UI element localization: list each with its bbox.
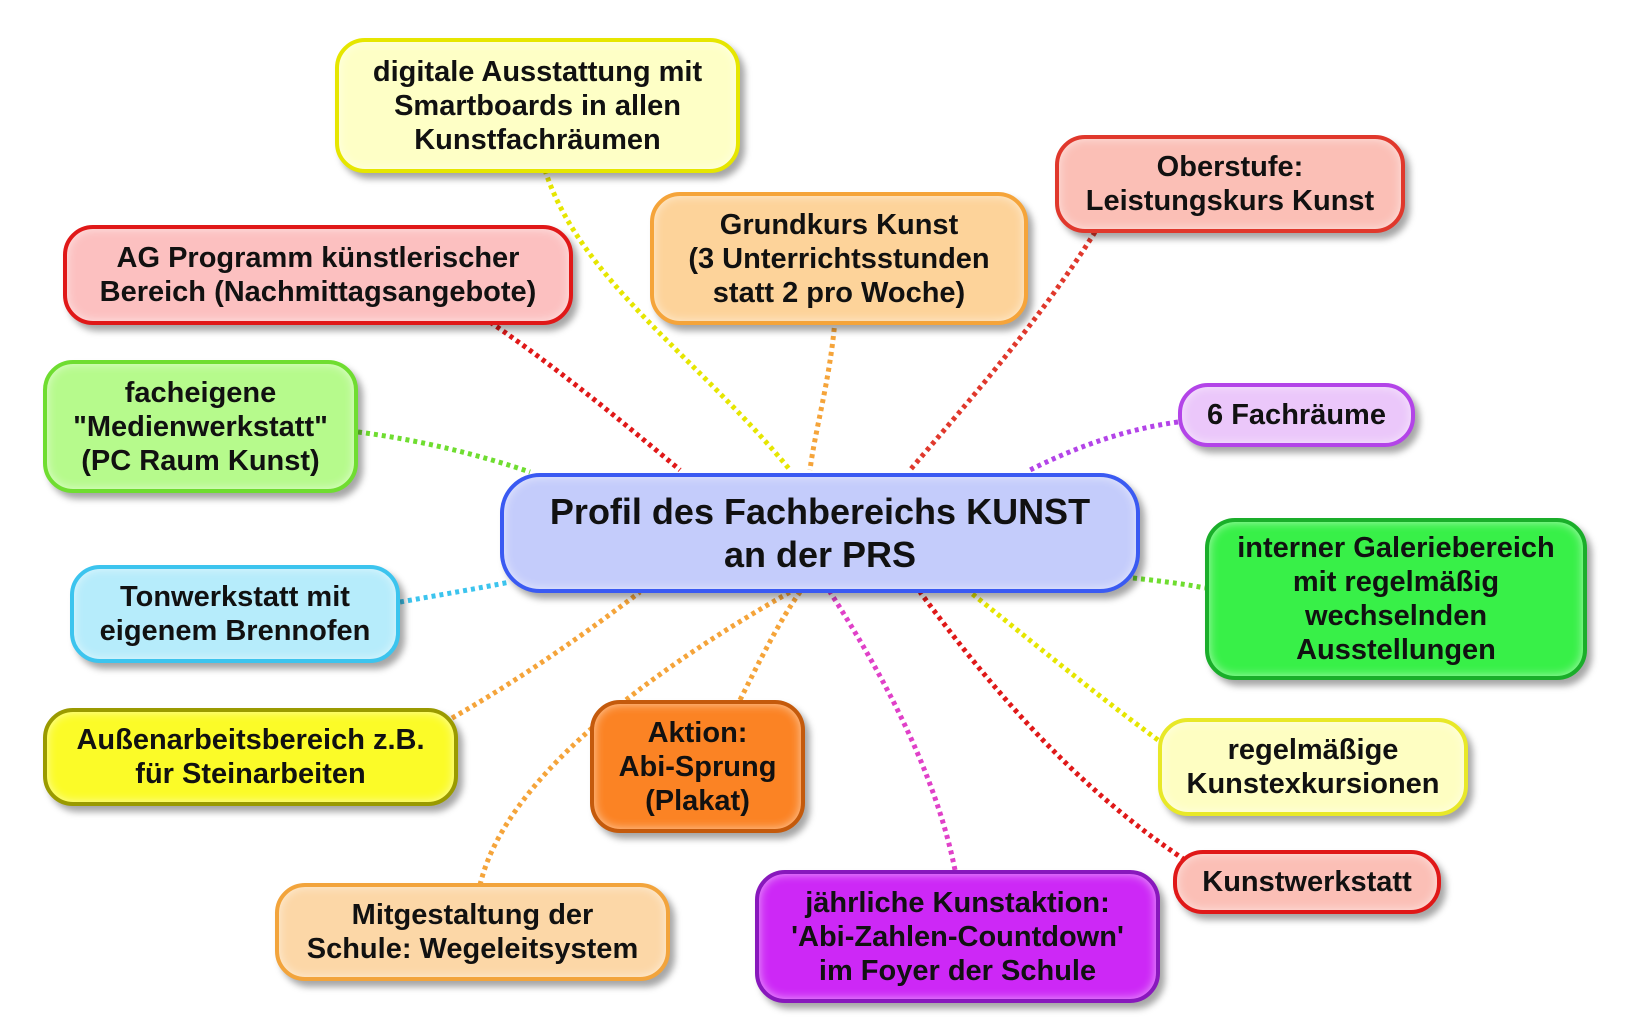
- node-grundkurs[interactable]: Grundkurs Kunst (3 Unterrichtsstunden st…: [650, 192, 1028, 325]
- node-line: facheigene: [124, 376, 277, 409]
- node-line: Kunstexkursionen: [1186, 768, 1440, 800]
- node-line: Kunstfachräumen: [414, 123, 661, 156]
- center-topic[interactable]: Profil des Fachbereichs KUNST an der PRS: [500, 473, 1140, 593]
- node-line: im Foyer der Schule: [818, 954, 1097, 987]
- link-ag-programm: [488, 319, 682, 472]
- node-line: Außenarbeitsbereich z.B.: [76, 724, 425, 756]
- node-oberstufe[interactable]: Oberstufe: Leistungskurs Kunst: [1055, 135, 1405, 233]
- node-line: (PC Raum Kunst): [81, 444, 320, 477]
- node-line: Aktion:: [647, 716, 748, 749]
- node-line: eigenem Brennofen: [99, 615, 371, 647]
- node-digitale-ausstattung[interactable]: digitale Ausstattung mit Smartboards in …: [335, 38, 740, 173]
- node-line: Bereich (Nachmittagsangebote): [99, 276, 537, 308]
- link-abi-sprung: [737, 590, 803, 702]
- link-aussenarbeit: [443, 590, 642, 725]
- node-line: Tonwerkstatt mit: [120, 581, 350, 613]
- center-line-1: Profil des Fachbereichs KUNST: [549, 491, 1091, 532]
- link-kunstwerkstatt: [917, 590, 1187, 863]
- node-wegeleitsystem[interactable]: Mitgestaltung der Schule: Wegeleitsystem: [275, 883, 670, 981]
- link-exkursionen: [968, 590, 1160, 743]
- node-line: (3 Unterrichtsstunden: [688, 242, 990, 275]
- node-line: AG Programm künstlerischer: [116, 242, 520, 274]
- node-line: statt 2 pro Woche): [712, 276, 966, 309]
- node-line: Leistungskurs Kunst: [1085, 185, 1375, 217]
- node-line: Schule: Wegeleitsystem: [306, 933, 639, 965]
- node-line: mit regelmäßig: [1292, 566, 1500, 598]
- link-oberstufe: [908, 230, 1098, 472]
- link-fachraeume: [1028, 419, 1179, 473]
- link-tonwerkstatt: [399, 579, 511, 605]
- node-line: Smartboards in allen: [394, 89, 681, 122]
- node-line: 6 Fachräume: [1207, 399, 1386, 431]
- node-abi-sprung[interactable]: Aktion: Abi-Sprung (Plakat): [590, 700, 805, 833]
- node-medienwerkstatt[interactable]: facheigene "Medienwerkstatt" (PC Raum Ku…: [43, 360, 358, 493]
- node-fachraeume[interactable]: 6 Fachräume: [1178, 383, 1415, 447]
- node-kunstaktion[interactable]: jährliche Kunstaktion: 'Abi-Zahlen-Count…: [755, 870, 1160, 1003]
- node-line: für Steinarbeiten: [135, 758, 366, 790]
- node-aussenarbeit[interactable]: Außenarbeitsbereich z.B. für Steinarbeit…: [43, 708, 458, 806]
- node-kunstwerkstatt[interactable]: Kunstwerkstatt: [1173, 850, 1441, 914]
- node-line: wechselnden: [1304, 600, 1488, 632]
- node-line: regelmäßige: [1227, 734, 1399, 766]
- node-line: interner Galeriebereich: [1237, 532, 1555, 564]
- node-line: (Plakat): [645, 784, 750, 817]
- link-grundkurs: [807, 319, 838, 471]
- link-galerie: [1132, 575, 1206, 591]
- node-exkursionen[interactable]: regelmäßige Kunstexkursionen: [1158, 718, 1468, 816]
- node-line: Oberstufe:: [1156, 151, 1304, 183]
- node-line: Mitgestaltung der: [351, 899, 594, 931]
- link-kunstaktion: [827, 590, 958, 871]
- node-line: jährliche Kunstaktion:: [805, 886, 1110, 919]
- center-line-2: an der PRS: [723, 534, 917, 575]
- node-line: "Medienwerkstatt": [73, 410, 328, 443]
- node-tonwerkstatt[interactable]: Tonwerkstatt mit eigenem Brennofen: [70, 565, 400, 663]
- node-line: Kunstwerkstatt: [1202, 866, 1412, 898]
- node-ag-programm[interactable]: AG Programm künstlerischer Bereich (Nach…: [63, 225, 573, 325]
- node-line: Grundkurs Kunst: [719, 208, 959, 241]
- node-line: Ausstellungen: [1296, 634, 1496, 666]
- node-line: Abi-Sprung: [618, 750, 777, 783]
- node-galerie[interactable]: interner Galeriebereich mit regelmäßig w…: [1205, 518, 1587, 680]
- node-line: digitale Ausstattung mit: [372, 55, 703, 88]
- node-line: 'Abi-Zahlen-Countdown': [791, 920, 1124, 953]
- link-medienwerkstatt: [357, 429, 531, 475]
